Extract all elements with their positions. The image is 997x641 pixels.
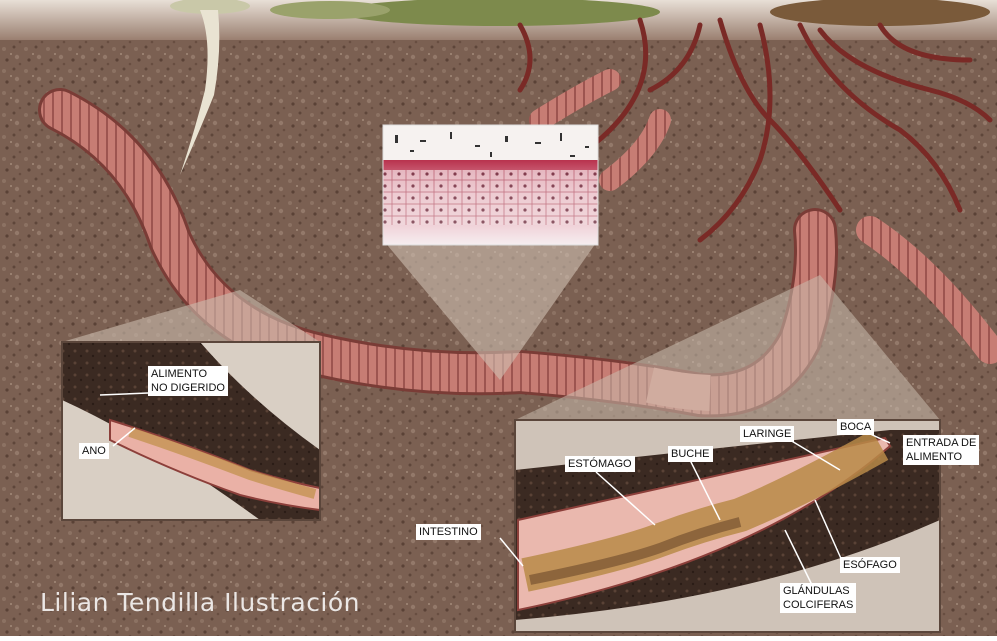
cell-inset <box>383 125 598 245</box>
label-alimento-no-digerido: ALIMENTO NO DIGERIDO <box>148 366 228 396</box>
label-intestino: INTESTINO <box>416 524 481 540</box>
label-esofago: ESÓFAGO <box>840 557 900 573</box>
label-laringe: LARINGE <box>740 426 794 442</box>
artist-signature: Lilian Tendilla Ilustración <box>40 588 360 617</box>
label-ano: ANO <box>79 443 109 459</box>
label-entrada-de-alimento: ENTRADA DE ALIMENTO <box>903 435 979 465</box>
label-glandulas-colciferas: GLÁNDULAS COLCIFERAS <box>780 583 856 613</box>
label-buche: BUCHE <box>668 446 713 462</box>
digestive-inset <box>515 420 940 632</box>
label-boca: BOCA <box>837 419 874 435</box>
label-estomago: ESTÓMAGO <box>565 456 635 472</box>
